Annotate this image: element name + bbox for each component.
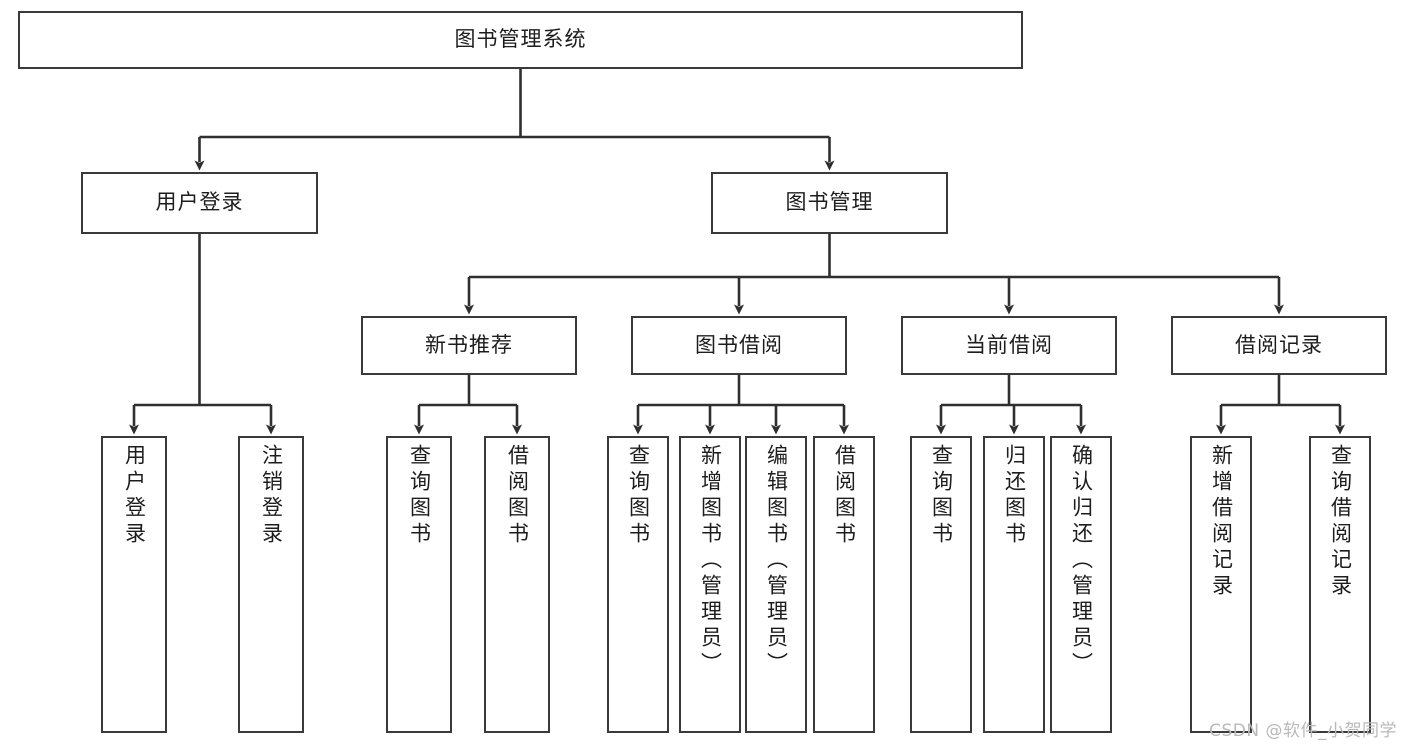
node-leaf-confirm-return[interactable]: 确认归还（管理员） [1050,436,1112,733]
node-leaf-user-login-label: 用户登录 [122,444,147,548]
node-leaf-query-book-2-label: 查询图书 [626,444,651,548]
node-leaf-borrow-book-2[interactable]: 借阅图书 [813,436,875,733]
node-root-label: 图书管理系统 [454,27,587,52]
node-book-borrow[interactable]: 图书借阅 [631,316,847,375]
node-leaf-query-book-3-label: 查询图书 [929,444,954,548]
node-leaf-query-book-2[interactable]: 查询图书 [607,436,669,733]
node-leaf-user-login[interactable]: 用户登录 [101,436,167,733]
node-root[interactable]: 图书管理系统 [18,11,1023,69]
node-leaf-add-book[interactable]: 新增图书（管理员） [679,436,741,733]
node-leaf-query-record[interactable]: 查询借阅记录 [1309,436,1371,733]
node-book-manage[interactable]: 图书管理 [711,172,948,234]
node-leaf-user-logout-label: 注销登录 [259,444,284,548]
node-leaf-user-logout[interactable]: 注销登录 [238,436,304,733]
node-leaf-return-book-label: 归还图书 [1002,444,1027,548]
node-leaf-return-book[interactable]: 归还图书 [983,436,1045,733]
node-leaf-borrow-book-1-label: 借阅图书 [505,444,530,548]
node-leaf-query-book-1[interactable]: 查询图书 [386,436,452,733]
watermark-text: CSDN @软件_小贺同学 [1209,721,1397,741]
node-borrow-record-label: 借阅记录 [1235,332,1323,357]
node-user-login[interactable]: 用户登录 [81,172,318,234]
node-leaf-add-record[interactable]: 新增借阅记录 [1190,436,1252,733]
node-new-book-rec[interactable]: 新书推荐 [361,316,577,375]
node-user-login-label: 用户登录 [155,190,244,215]
node-current-borrow[interactable]: 当前借阅 [901,316,1117,375]
node-leaf-query-record-label: 查询借阅记录 [1328,444,1353,600]
node-new-book-rec-label: 新书推荐 [425,332,513,357]
node-borrow-record[interactable]: 借阅记录 [1171,316,1387,375]
node-leaf-query-book-3[interactable]: 查询图书 [910,436,972,733]
node-leaf-borrow-book-2-label: 借阅图书 [832,444,857,548]
node-leaf-query-book-1-label: 查询图书 [407,444,432,548]
node-leaf-edit-book[interactable]: 编辑图书（管理员） [745,436,807,733]
node-current-borrow-label: 当前借阅 [965,332,1053,357]
node-book-borrow-label: 图书借阅 [695,332,783,357]
node-leaf-add-record-label: 新增借阅记录 [1209,444,1234,600]
node-leaf-borrow-book-1[interactable]: 借阅图书 [484,436,550,733]
node-leaf-add-book-label: 新增图书（管理员） [698,444,723,678]
node-book-manage-label: 图书管理 [785,190,874,215]
node-leaf-confirm-return-label: 确认归还（管理员） [1069,444,1094,678]
node-leaf-edit-book-label: 编辑图书（管理员） [764,444,789,678]
